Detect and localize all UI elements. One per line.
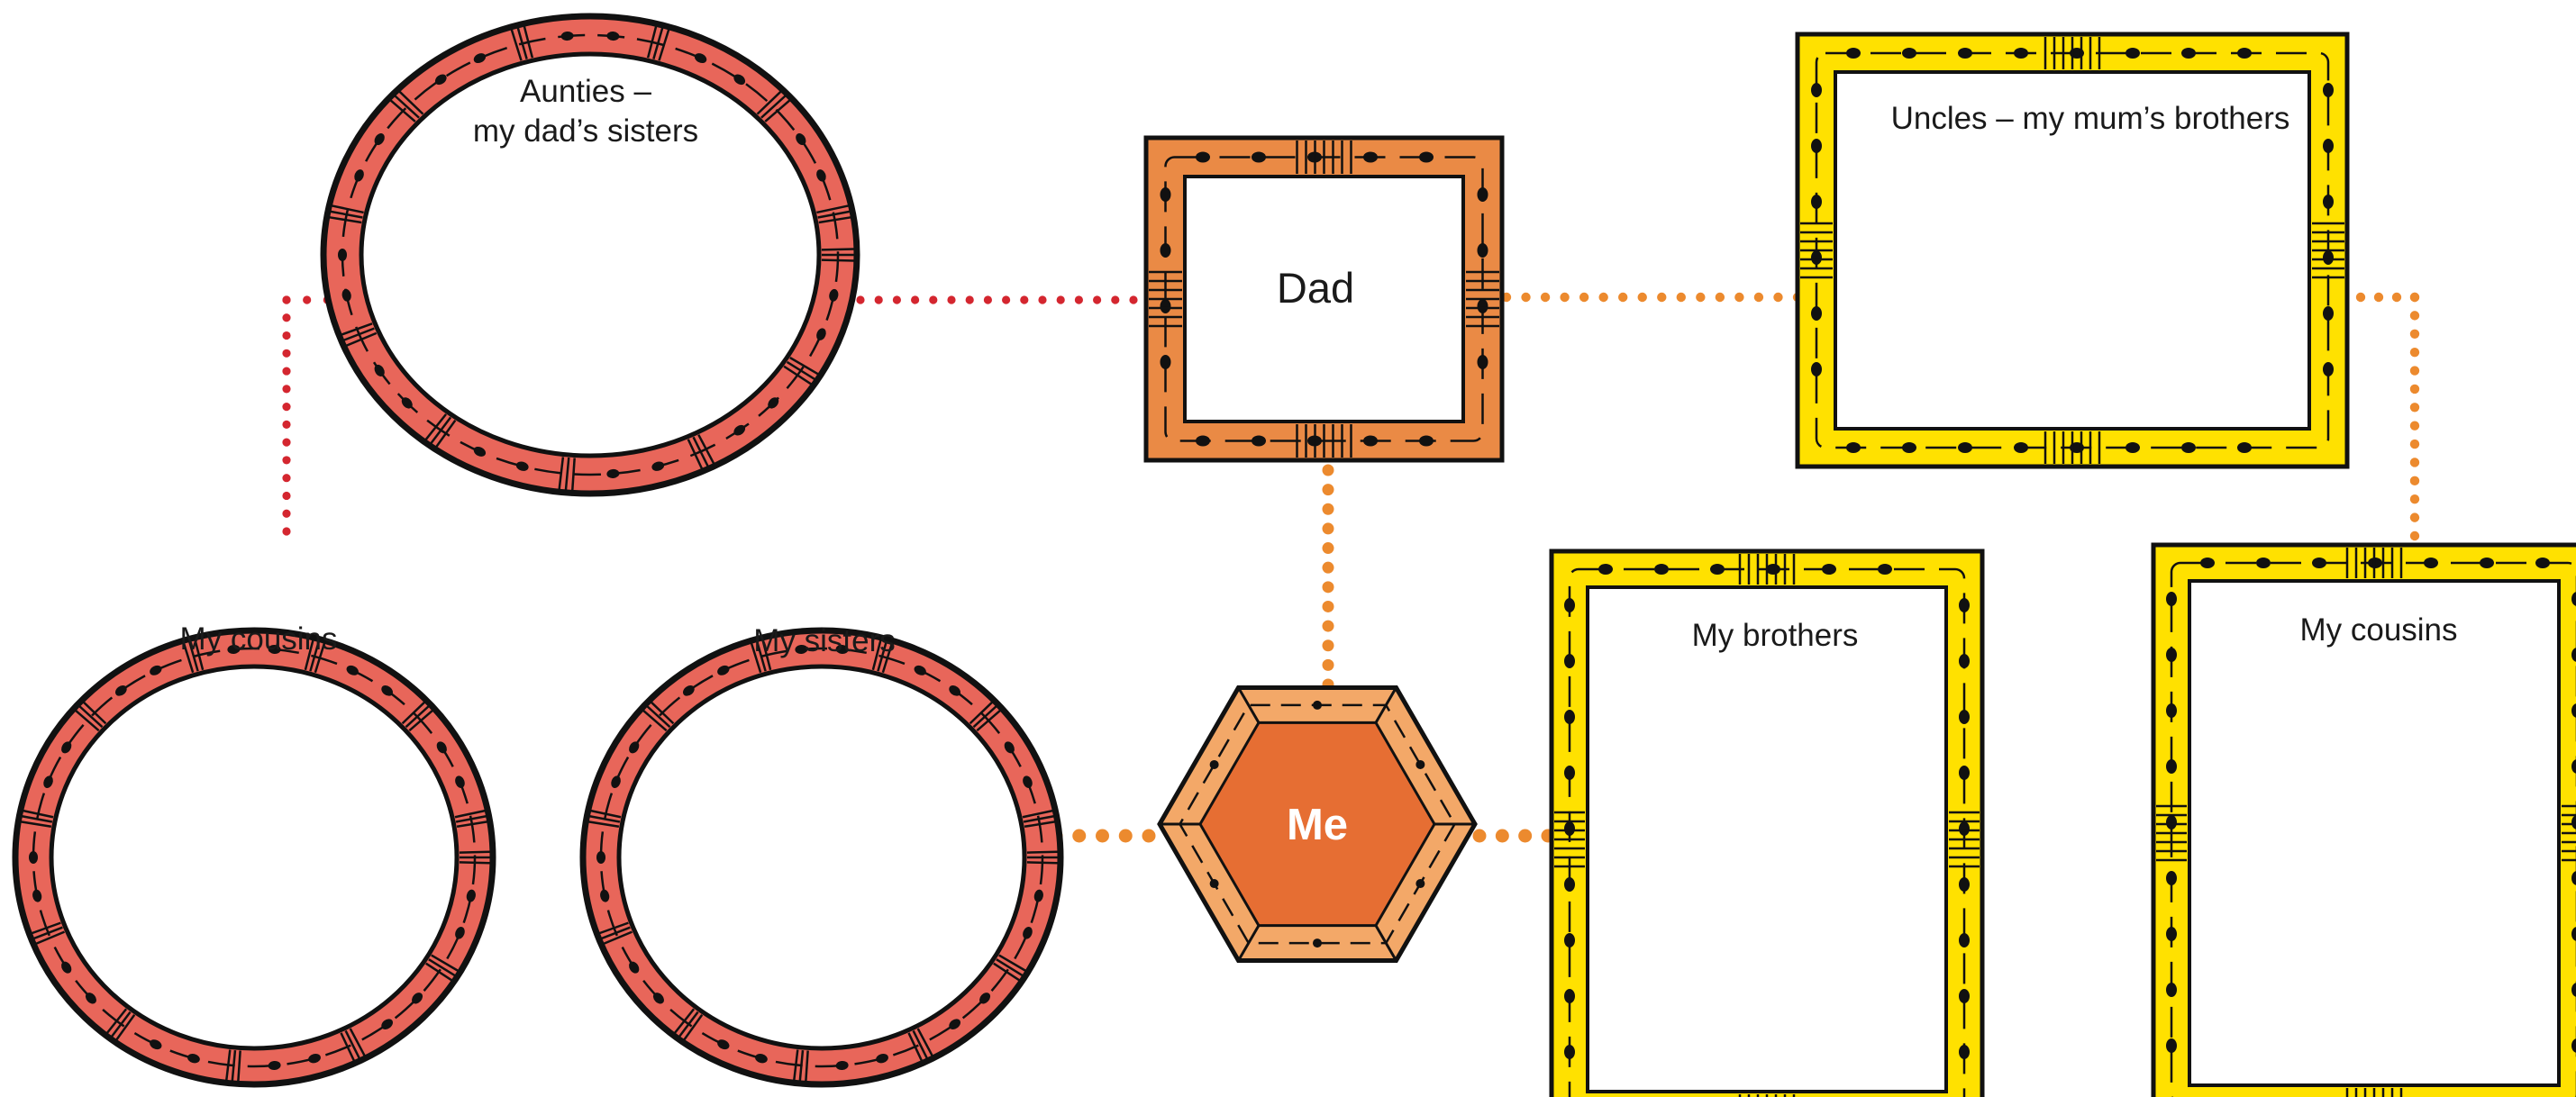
connector-dad-uncles bbox=[1501, 292, 1803, 303]
connector-dad-me bbox=[1322, 464, 1334, 691]
connector-uncles-cousins bbox=[2355, 292, 2420, 541]
dad-frame bbox=[1143, 135, 1505, 463]
cousins-left-frame bbox=[12, 627, 496, 1088]
connectors bbox=[282, 292, 2420, 843]
connector-sisters-me bbox=[1049, 829, 1156, 843]
connector-aunties-dad bbox=[856, 295, 1138, 304]
connector-me-brothers bbox=[1472, 829, 1555, 843]
uncles-label: Uncles – my mum’s brothers bbox=[1890, 101, 2290, 136]
brothers-frame bbox=[1549, 548, 1985, 1097]
uncles-frame bbox=[1795, 32, 2350, 469]
sisters-frame bbox=[579, 627, 1064, 1088]
cousins-left-label: My cousins bbox=[179, 621, 338, 657]
brothers-label: My brothers bbox=[1691, 618, 1859, 653]
frames bbox=[12, 13, 2576, 1097]
cousins-right-frame bbox=[2151, 542, 2576, 1097]
aunties-label-line-1: Aunties – bbox=[520, 74, 651, 109]
me-label: Me bbox=[1286, 801, 1349, 849]
sisters-label: My sisters bbox=[753, 623, 896, 658]
me-frame bbox=[1157, 684, 1478, 964]
aunties-frame bbox=[320, 13, 860, 497]
dad-label: Dad bbox=[1276, 264, 1355, 312]
aunties-label: Aunties – my dad’s sisters bbox=[423, 72, 748, 151]
cousins-right-label: My cousins bbox=[2299, 612, 2458, 648]
aunties-label-line-2: my dad’s sisters bbox=[472, 113, 699, 149]
